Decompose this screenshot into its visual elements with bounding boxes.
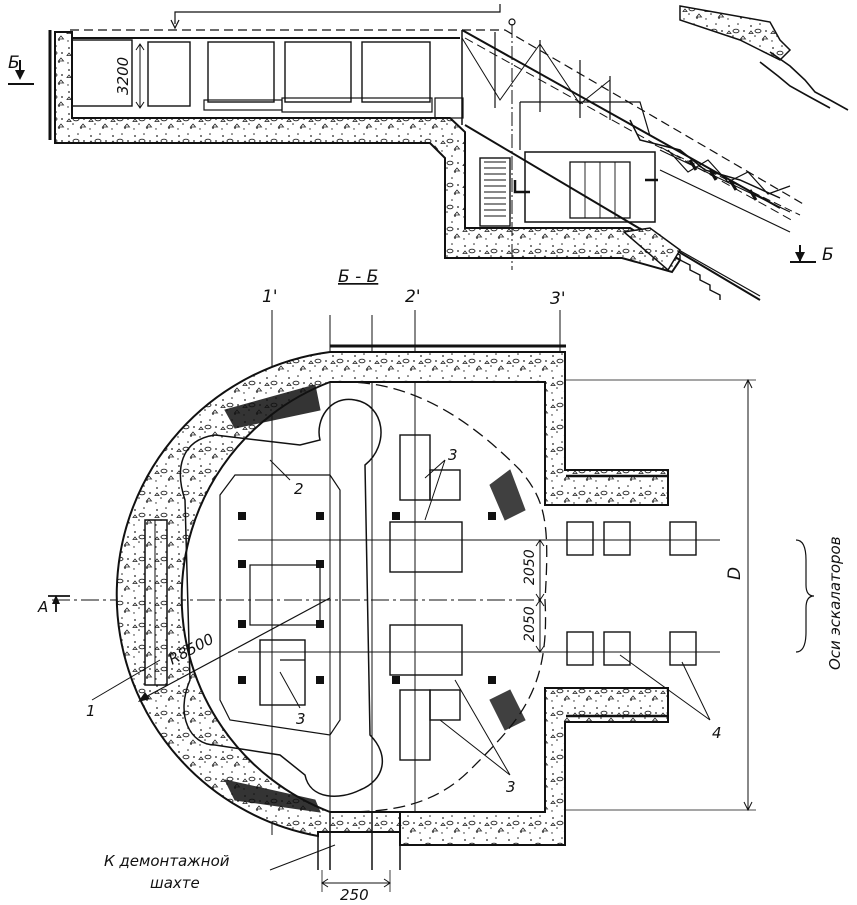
hall-block-3 <box>207 41 275 103</box>
section-a-label: А <box>37 598 48 616</box>
leader-4 <box>619 654 711 721</box>
lower-room <box>524 151 656 223</box>
ground-line-lower <box>464 37 796 223</box>
axis-label-2: 2' <box>405 287 421 307</box>
callout-3-left: 3 <box>296 710 306 728</box>
leader-1 <box>91 659 161 701</box>
stair-right-lower <box>489 689 526 731</box>
stair-top-left <box>224 384 321 429</box>
dim-height-top: 3200 <box>114 57 132 95</box>
dashed-contour <box>339 381 548 813</box>
dim-overall-label: D <box>725 567 745 580</box>
platform-island <box>179 398 384 797</box>
note-shaft-line2: шахте <box>150 874 200 892</box>
callout-3-top: 3 <box>448 446 458 464</box>
callout-3-bottom: 3 <box>506 778 516 796</box>
radius-line <box>139 597 331 701</box>
escalator-box-5 <box>603 631 631 666</box>
callout-1: 1 <box>86 702 96 720</box>
note-shaft-line1: К демонтажной <box>104 852 230 870</box>
hall-block-1 <box>71 39 133 107</box>
escalator-box-1 <box>566 521 594 556</box>
machine-block-left <box>259 639 306 706</box>
leader-3-bottom <box>439 679 511 776</box>
leader-2 <box>269 459 291 481</box>
hall-block-4 <box>284 41 352 103</box>
dim-spacing-lower: 2050 <box>522 606 538 642</box>
machine-block-mid-upper <box>389 521 463 573</box>
machine-block-mid-lower <box>389 624 463 676</box>
stair-bottom-left <box>224 779 321 813</box>
inclined-tunnel-top <box>461 29 781 209</box>
inclined-tunnel-bottom <box>464 124 761 301</box>
note-escalator-axes: Оси эскалаторов <box>826 536 844 670</box>
section-mark-right: Б <box>822 245 834 265</box>
escalator-box-6 <box>669 631 697 666</box>
level-leader <box>174 4 501 24</box>
callout-2: 2 <box>294 480 304 498</box>
escalator-truss <box>659 149 791 233</box>
leader-shaft <box>269 844 336 871</box>
longitudinal-section <box>8 4 849 301</box>
ground-line <box>70 29 806 206</box>
stair-right-upper <box>489 469 526 521</box>
callout-4: 4 <box>712 724 722 742</box>
escalator-box-2 <box>603 521 631 556</box>
hall-block-5 <box>361 41 431 103</box>
outer-lining <box>115 351 669 838</box>
axis-label-1: 1' <box>262 287 278 307</box>
hall-block-2 <box>147 41 191 107</box>
dim-spacing-upper: 2050 <box>522 549 538 585</box>
plan-section <box>48 310 815 892</box>
dim-opening-label: 250 <box>340 886 369 904</box>
platform-inner <box>219 474 341 736</box>
escalator-box-3 <box>669 521 697 556</box>
escalator-axes-bracket <box>795 539 815 653</box>
escalator-box-4 <box>566 631 594 666</box>
axis-label-3: 3' <box>550 289 566 309</box>
section-title: Б - Б <box>338 267 378 287</box>
lower-stair-block <box>479 157 511 227</box>
machine-block-upper <box>399 434 431 501</box>
lower-right-lining <box>399 687 669 846</box>
leader-3-left <box>279 671 301 709</box>
section-mark-left: Б <box>8 53 20 73</box>
upper-right-lining <box>679 5 792 61</box>
leader-3-top <box>424 459 446 521</box>
machine-block-lower <box>399 689 431 761</box>
